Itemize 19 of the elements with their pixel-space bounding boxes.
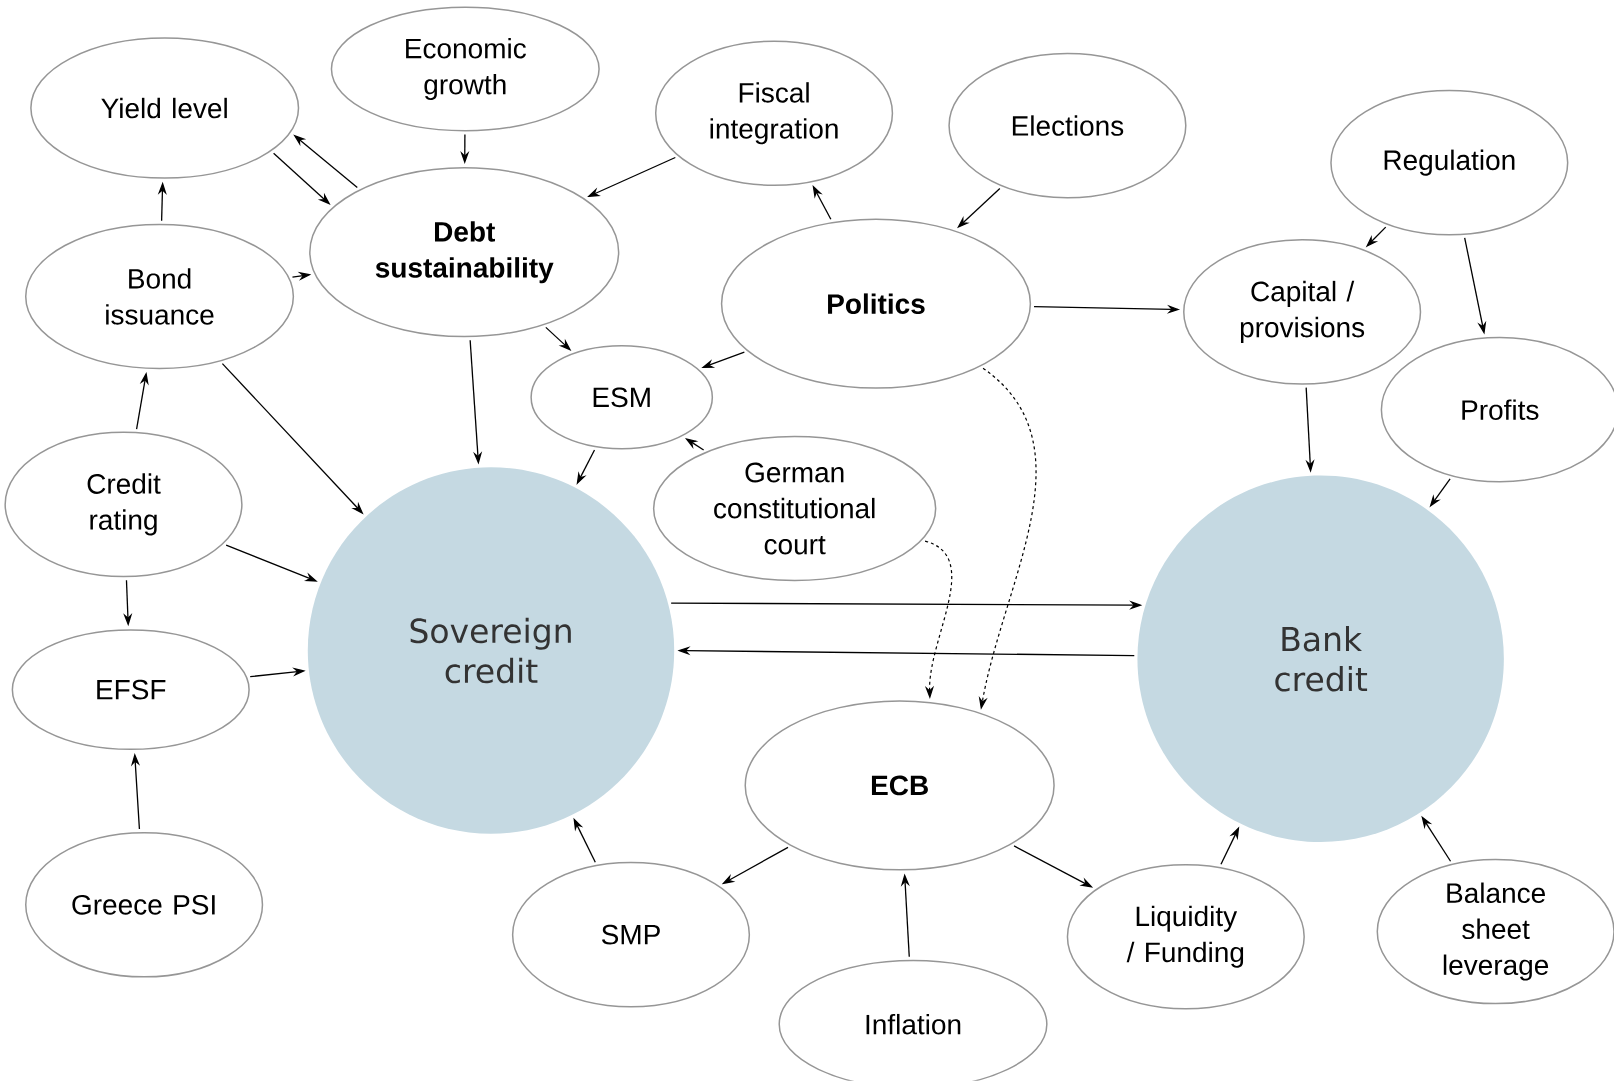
circle-node: Sovereign credit bbox=[307, 467, 675, 834]
oval-node: Capital / provisions bbox=[1183, 239, 1422, 385]
oval-node: Yield level bbox=[30, 37, 300, 179]
oval-node: Elections bbox=[948, 52, 1187, 199]
oval-node: ECB bbox=[744, 700, 1055, 871]
oval-node: Economic growth bbox=[330, 6, 600, 132]
oval-node: Fiscal integration bbox=[654, 40, 894, 187]
oval-node: Politics bbox=[720, 218, 1032, 389]
oval-node: German constitutional court bbox=[652, 435, 937, 582]
oval-node: Regulation bbox=[1330, 89, 1569, 236]
oval-node: Liquidity / Funding bbox=[1066, 864, 1305, 1010]
oval-node: Credit rating bbox=[4, 431, 243, 578]
oval-node: SMP bbox=[511, 861, 751, 1008]
oval-node: EFSF bbox=[11, 629, 250, 751]
oval-node: Greece PSI bbox=[25, 832, 264, 978]
oval-node: Bond issuance bbox=[25, 223, 295, 370]
oval-node: ESM bbox=[530, 345, 714, 450]
circle-node: Bank credit bbox=[1137, 475, 1504, 843]
oval-node: Debt sustainability bbox=[309, 167, 620, 338]
